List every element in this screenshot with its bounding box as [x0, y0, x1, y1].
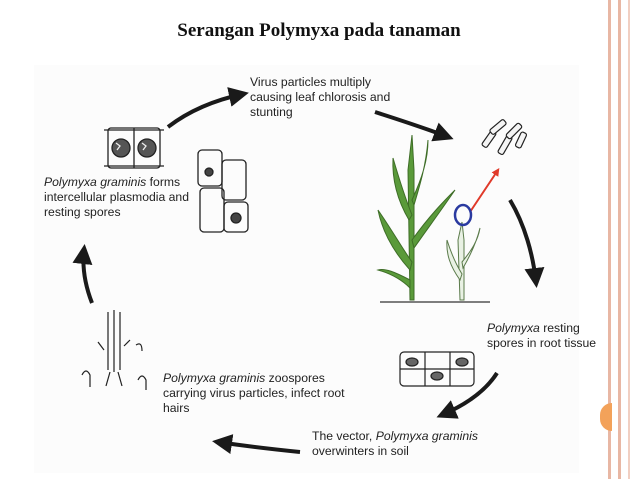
cycle-arrow	[508, 198, 545, 288]
resting-spores-illustration	[399, 351, 475, 387]
side-marker	[600, 403, 612, 431]
virus-particles	[481, 119, 528, 156]
infected-plant-illustration	[446, 221, 481, 301]
cycle-arrow	[72, 244, 94, 304]
label-zoospores-organism: Polymyxa graminis	[163, 371, 266, 385]
label-resting-spores: Polymyxa resting spores in root tissue	[487, 321, 607, 351]
cycle-arrow	[374, 110, 454, 142]
label-plasmodia-organism: Polymyxa graminis	[44, 175, 147, 189]
cycle-arrow	[212, 434, 301, 454]
label-zoospores-text: zoospores carrying virus particles, infe…	[163, 371, 345, 415]
label-plasmodia: Polymyxa graminis forms intercellular pl…	[44, 175, 204, 220]
root-hair-zoospores-illustration	[81, 310, 147, 390]
label-virus-multiply: Virus particles multiply causing leaf ch…	[250, 75, 400, 120]
label-zoospores: Polymyxa graminis zoospores carrying vir…	[163, 371, 348, 416]
root-cells-illustration	[197, 149, 249, 233]
cycle-arrow	[166, 87, 249, 129]
label-resting-spores-text: resting spores in root tissue	[487, 321, 597, 350]
decorative-border-line	[608, 0, 611, 479]
decorative-border-line	[628, 0, 630, 479]
infected-cell-circle	[453, 203, 473, 227]
label-vector-organism: Polymyxa graminis	[375, 429, 478, 443]
cycle-arrow	[436, 371, 499, 419]
label-vector-text: overwinters in soil	[312, 444, 409, 458]
label-resting-spores-organism: Polymyxa	[487, 321, 540, 335]
slide-title: Serangan Polymyxa pada tanaman	[177, 20, 461, 41]
label-plasmodia-text: forms intercellular plasmodia and restin…	[44, 175, 189, 219]
diagram-panel	[34, 65, 579, 473]
label-vector-overwinters: The vector, Polymyxa graminis overwinter…	[312, 429, 487, 459]
healthy-plant-illustration	[376, 134, 456, 301]
label-virus-multiply-text: Virus particles multiply causing leaf ch…	[250, 75, 391, 119]
plasmodia-cells-illustration	[104, 127, 164, 169]
label-vector-prefix: The vector,	[312, 429, 376, 443]
decorative-border-line	[618, 0, 621, 479]
infection-arrow	[469, 168, 500, 213]
